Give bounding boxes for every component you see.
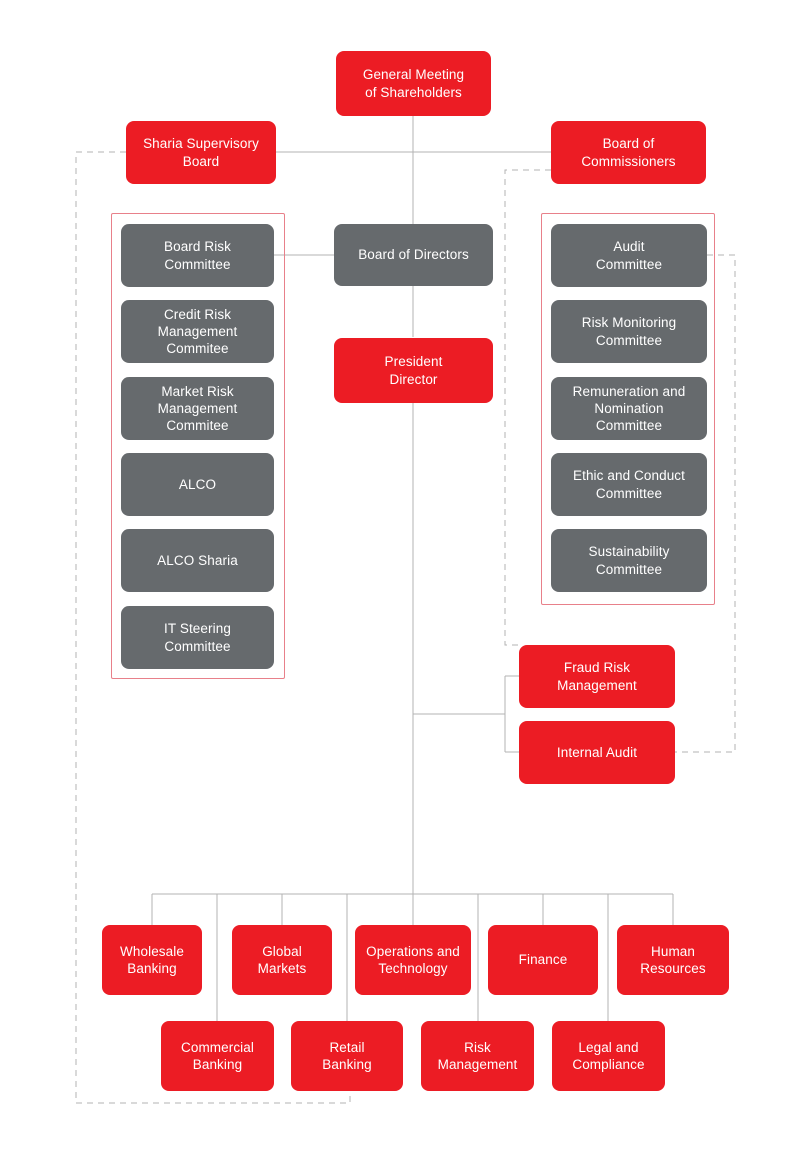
node-global-markets[interactable]: Global Markets — [232, 925, 332, 995]
node-it-steering-committee[interactable]: IT Steering Committee — [121, 606, 274, 669]
node-risk-management[interactable]: Risk Management — [421, 1021, 534, 1091]
node-operations-and-technology[interactable]: Operations and Technology — [355, 925, 471, 995]
node-general-meeting-of-shareholders[interactable]: General Meeting of Shareholders — [336, 51, 491, 116]
node-wholesale-banking[interactable]: Wholesale Banking — [102, 925, 202, 995]
node-commercial-banking[interactable]: Commercial Banking — [161, 1021, 274, 1091]
node-fraud-risk-management[interactable]: Fraud Risk Management — [519, 645, 675, 708]
node-board-of-directors[interactable]: Board of Directors — [334, 224, 493, 286]
node-board-risk-committee[interactable]: Board Risk Committee — [121, 224, 274, 287]
node-remuneration-and-nomination-committee[interactable]: Remuneration and Nomination Committee — [551, 377, 707, 440]
node-market-risk-management-commitee[interactable]: Market Risk Management Commitee — [121, 377, 274, 440]
node-internal-audit[interactable]: Internal Audit — [519, 721, 675, 784]
node-legal-and-compliance[interactable]: Legal and Compliance — [552, 1021, 665, 1091]
node-risk-monitoring-committee[interactable]: Risk Monitoring Committee — [551, 300, 707, 363]
node-credit-risk-management-commitee[interactable]: Credit Risk Management Commitee — [121, 300, 274, 363]
node-retail-banking[interactable]: Retail Banking — [291, 1021, 403, 1091]
node-alco[interactable]: ALCO — [121, 453, 274, 516]
node-audit-committee[interactable]: Audit Committee — [551, 224, 707, 287]
node-ethic-and-conduct-committee[interactable]: Ethic and Conduct Committee — [551, 453, 707, 516]
node-sustainability-committee[interactable]: Sustainability Committee — [551, 529, 707, 592]
node-sharia-supervisory-board[interactable]: Sharia Supervisory Board — [126, 121, 276, 184]
node-finance[interactable]: Finance — [488, 925, 598, 995]
node-alco-sharia[interactable]: ALCO Sharia — [121, 529, 274, 592]
node-board-of-commissioners[interactable]: Board of Commissioners — [551, 121, 706, 184]
node-president-director[interactable]: President Director — [334, 338, 493, 403]
node-human-resources[interactable]: Human Resources — [617, 925, 729, 995]
